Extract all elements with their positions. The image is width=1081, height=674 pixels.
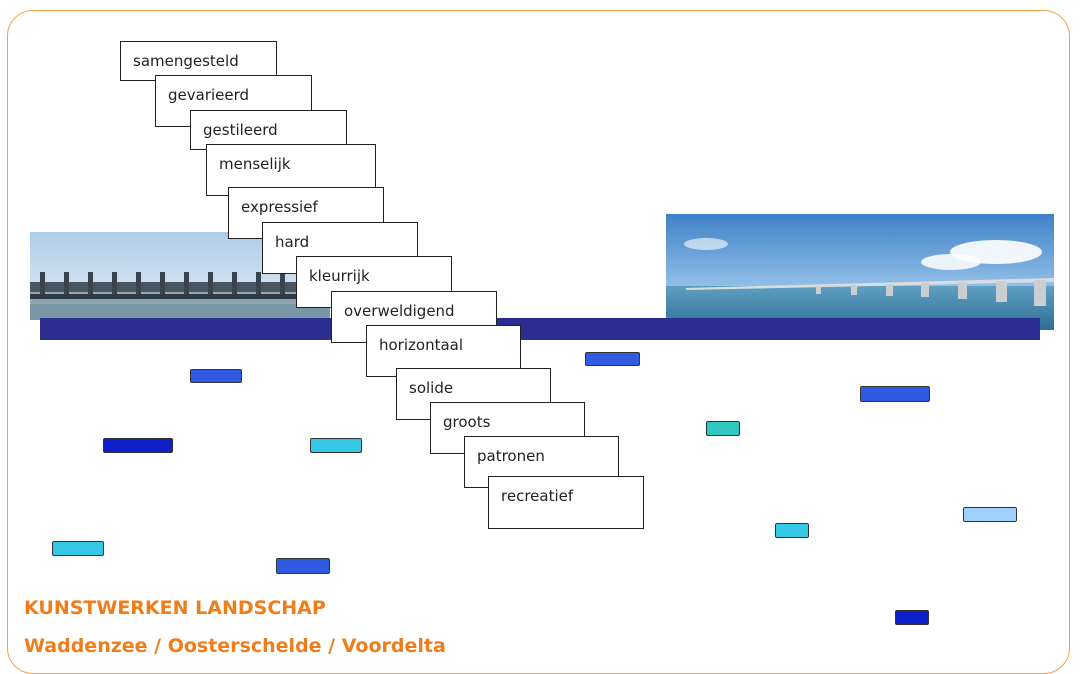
color-chip [585, 352, 640, 366]
word-card: recreatief [488, 476, 644, 529]
color-chip [190, 369, 242, 383]
color-chip [963, 507, 1017, 522]
word-card: samengesteld [120, 41, 277, 81]
color-chip [860, 386, 930, 402]
word-card: gestileerd [190, 110, 347, 150]
color-chip [310, 438, 362, 453]
caption-subtitle: Waddenzee / Oosterschelde / Voordelta [24, 635, 446, 657]
long-bridge-photo [666, 214, 1054, 330]
horizon-band [40, 318, 1040, 340]
color-chip [775, 523, 809, 538]
color-chip [52, 541, 104, 556]
storm-surge-barrier-photo [30, 232, 330, 320]
caption-title: KUNSTWERKEN LANDSCHAP [24, 597, 326, 619]
color-chip [706, 421, 740, 436]
color-chip [103, 438, 173, 453]
color-chip [895, 610, 929, 625]
color-chip [276, 558, 330, 574]
